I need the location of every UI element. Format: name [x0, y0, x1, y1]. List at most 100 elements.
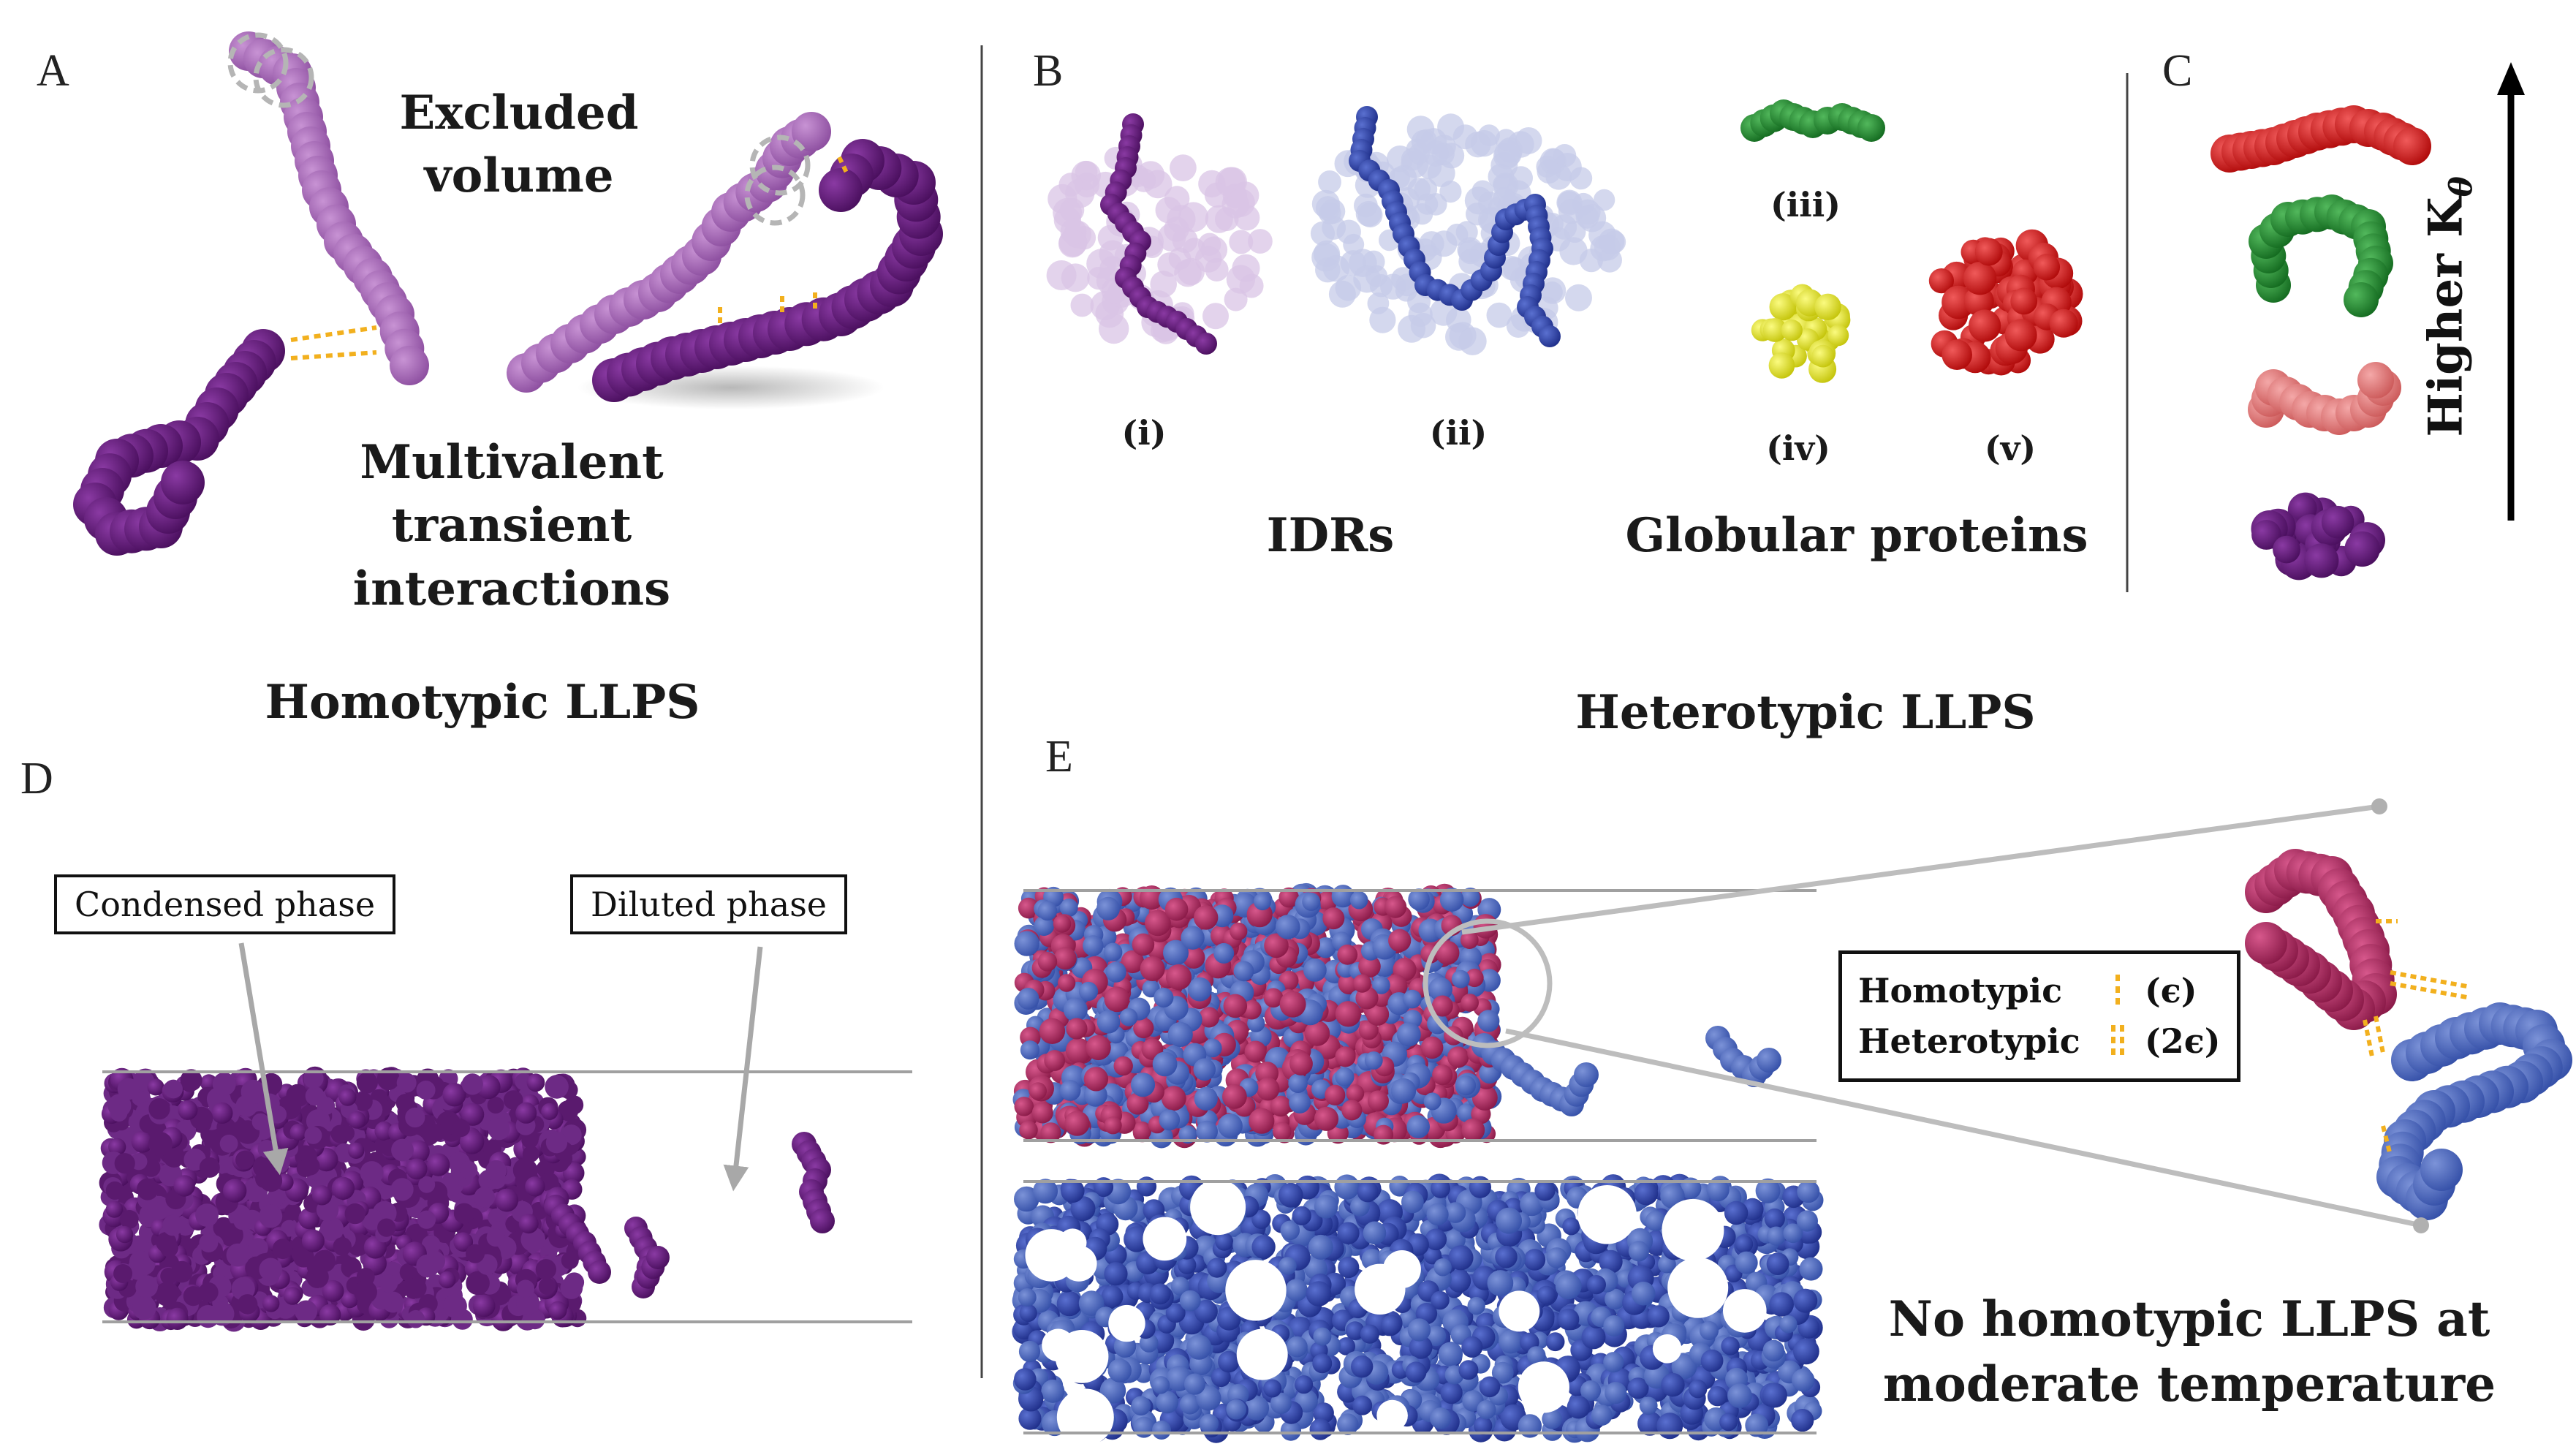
slab-bead [472, 1294, 496, 1317]
slab-bead [173, 1175, 195, 1197]
slab-bead [1467, 1296, 1485, 1315]
slab-bead [1322, 907, 1345, 930]
slab-bead [148, 1098, 170, 1120]
slab-bead [548, 1301, 567, 1320]
slab-bead [1799, 1257, 1823, 1281]
slab-bead [1546, 1247, 1567, 1268]
slab-bead [1018, 897, 1039, 919]
slab-bead [1423, 1092, 1442, 1111]
slab-bead [1628, 1241, 1649, 1262]
slab-bead [1132, 1121, 1152, 1141]
slab-bead [1086, 1035, 1111, 1061]
slab-bead [535, 1259, 557, 1280]
slab-bead [338, 1088, 357, 1106]
slab-bead [1706, 1179, 1730, 1202]
slab-bead [1764, 1208, 1785, 1230]
slab-bead [1455, 1075, 1477, 1096]
slab-bead [1349, 891, 1368, 910]
panel-d-slab [99, 1066, 835, 1332]
slab-bead [199, 1233, 219, 1252]
slab-bead [1309, 1418, 1331, 1440]
slab-bead [1126, 1092, 1149, 1115]
slab-bead [353, 1092, 373, 1111]
slab-bead [442, 1083, 466, 1107]
ghost-bead [1458, 249, 1485, 275]
slab-bead [1325, 1084, 1346, 1105]
slab-bead [1188, 977, 1212, 1002]
ghost-bead [1226, 265, 1256, 294]
ghost-bead [1355, 200, 1382, 227]
slab-bead [211, 1102, 233, 1124]
slab-bead [1351, 1355, 1374, 1378]
slab-bead [474, 1187, 495, 1208]
slab-bead [1357, 1181, 1379, 1203]
slab-bead [199, 1157, 220, 1178]
kt-bead [2357, 362, 2394, 398]
slab-bead [251, 1113, 270, 1131]
slab-bead [1065, 1037, 1092, 1065]
slab-bead [1292, 1206, 1311, 1225]
panel-c-chains [2211, 105, 2431, 581]
idr-bead [1195, 333, 1217, 355]
void [1108, 1304, 1145, 1342]
slab-bead [1226, 1399, 1246, 1420]
slab-bead [459, 1160, 478, 1179]
higher-k-label: Higher Kθ [2419, 167, 2480, 445]
slab-bead [1766, 1226, 1786, 1246]
excluded-circle-2 [253, 47, 314, 108]
slab-bead [1591, 1404, 1613, 1426]
ghost-bead [1200, 236, 1228, 263]
ghost-bead [1593, 189, 1615, 211]
slab-bead [545, 1132, 568, 1154]
slab-bead [1407, 1318, 1431, 1342]
single-dash-icon [2099, 972, 2136, 1010]
label-i: (i) [1121, 413, 1167, 453]
kt-bead [2304, 543, 2339, 578]
slab-bead [1700, 1321, 1719, 1340]
slab-bead [1222, 1084, 1247, 1109]
label-ii: (ii) [1429, 413, 1488, 453]
dilute-chain-bead [1574, 1062, 1599, 1087]
slab-bead [1037, 901, 1058, 921]
slab-bead [1211, 1367, 1231, 1388]
slab-bead [1335, 1067, 1355, 1086]
slab-bead [406, 1309, 425, 1328]
ghost-bead [1495, 129, 1517, 151]
ghost-bead [1539, 277, 1567, 304]
slab-bead [1186, 1334, 1212, 1360]
slab-bead [219, 1223, 243, 1247]
slab-bead [1331, 885, 1355, 908]
slab-bead [1017, 988, 1039, 1010]
slab-bead [1637, 1411, 1662, 1436]
slab-bead [135, 1275, 159, 1298]
slab-bead [1136, 1176, 1157, 1197]
slab-bead [1104, 986, 1130, 1013]
slab-bead [311, 1185, 332, 1206]
slab-bead [166, 1307, 189, 1330]
slab-bead [1360, 1324, 1379, 1344]
void [1236, 1328, 1288, 1380]
globular-bead [1942, 339, 1972, 371]
slab-bead [1440, 1381, 1463, 1404]
slab-bead [1276, 915, 1300, 939]
dilute-chain-bead [810, 1209, 835, 1233]
slab-bead [1796, 1210, 1818, 1232]
zoom-dash-4 [2374, 1016, 2385, 1054]
slab-bead [283, 1287, 302, 1305]
slab-bead [1145, 910, 1171, 937]
slab-bead [155, 1282, 180, 1307]
slab-bead [1194, 1299, 1218, 1323]
panel-letter-a: A [37, 46, 69, 96]
slab-bead [1769, 1292, 1794, 1317]
globular-bead [1768, 352, 1795, 379]
slab-bead [1735, 1251, 1758, 1274]
globular-bead [1814, 293, 1841, 320]
slab-bead [1140, 956, 1165, 981]
slab-bead [183, 1286, 203, 1307]
slab-bead [1203, 1038, 1222, 1058]
slab-bead [1059, 899, 1078, 917]
slab-bead [304, 1126, 322, 1144]
slab-bead [1431, 995, 1453, 1017]
slab-bead [453, 1232, 474, 1252]
slab-bead [1066, 1018, 1088, 1040]
